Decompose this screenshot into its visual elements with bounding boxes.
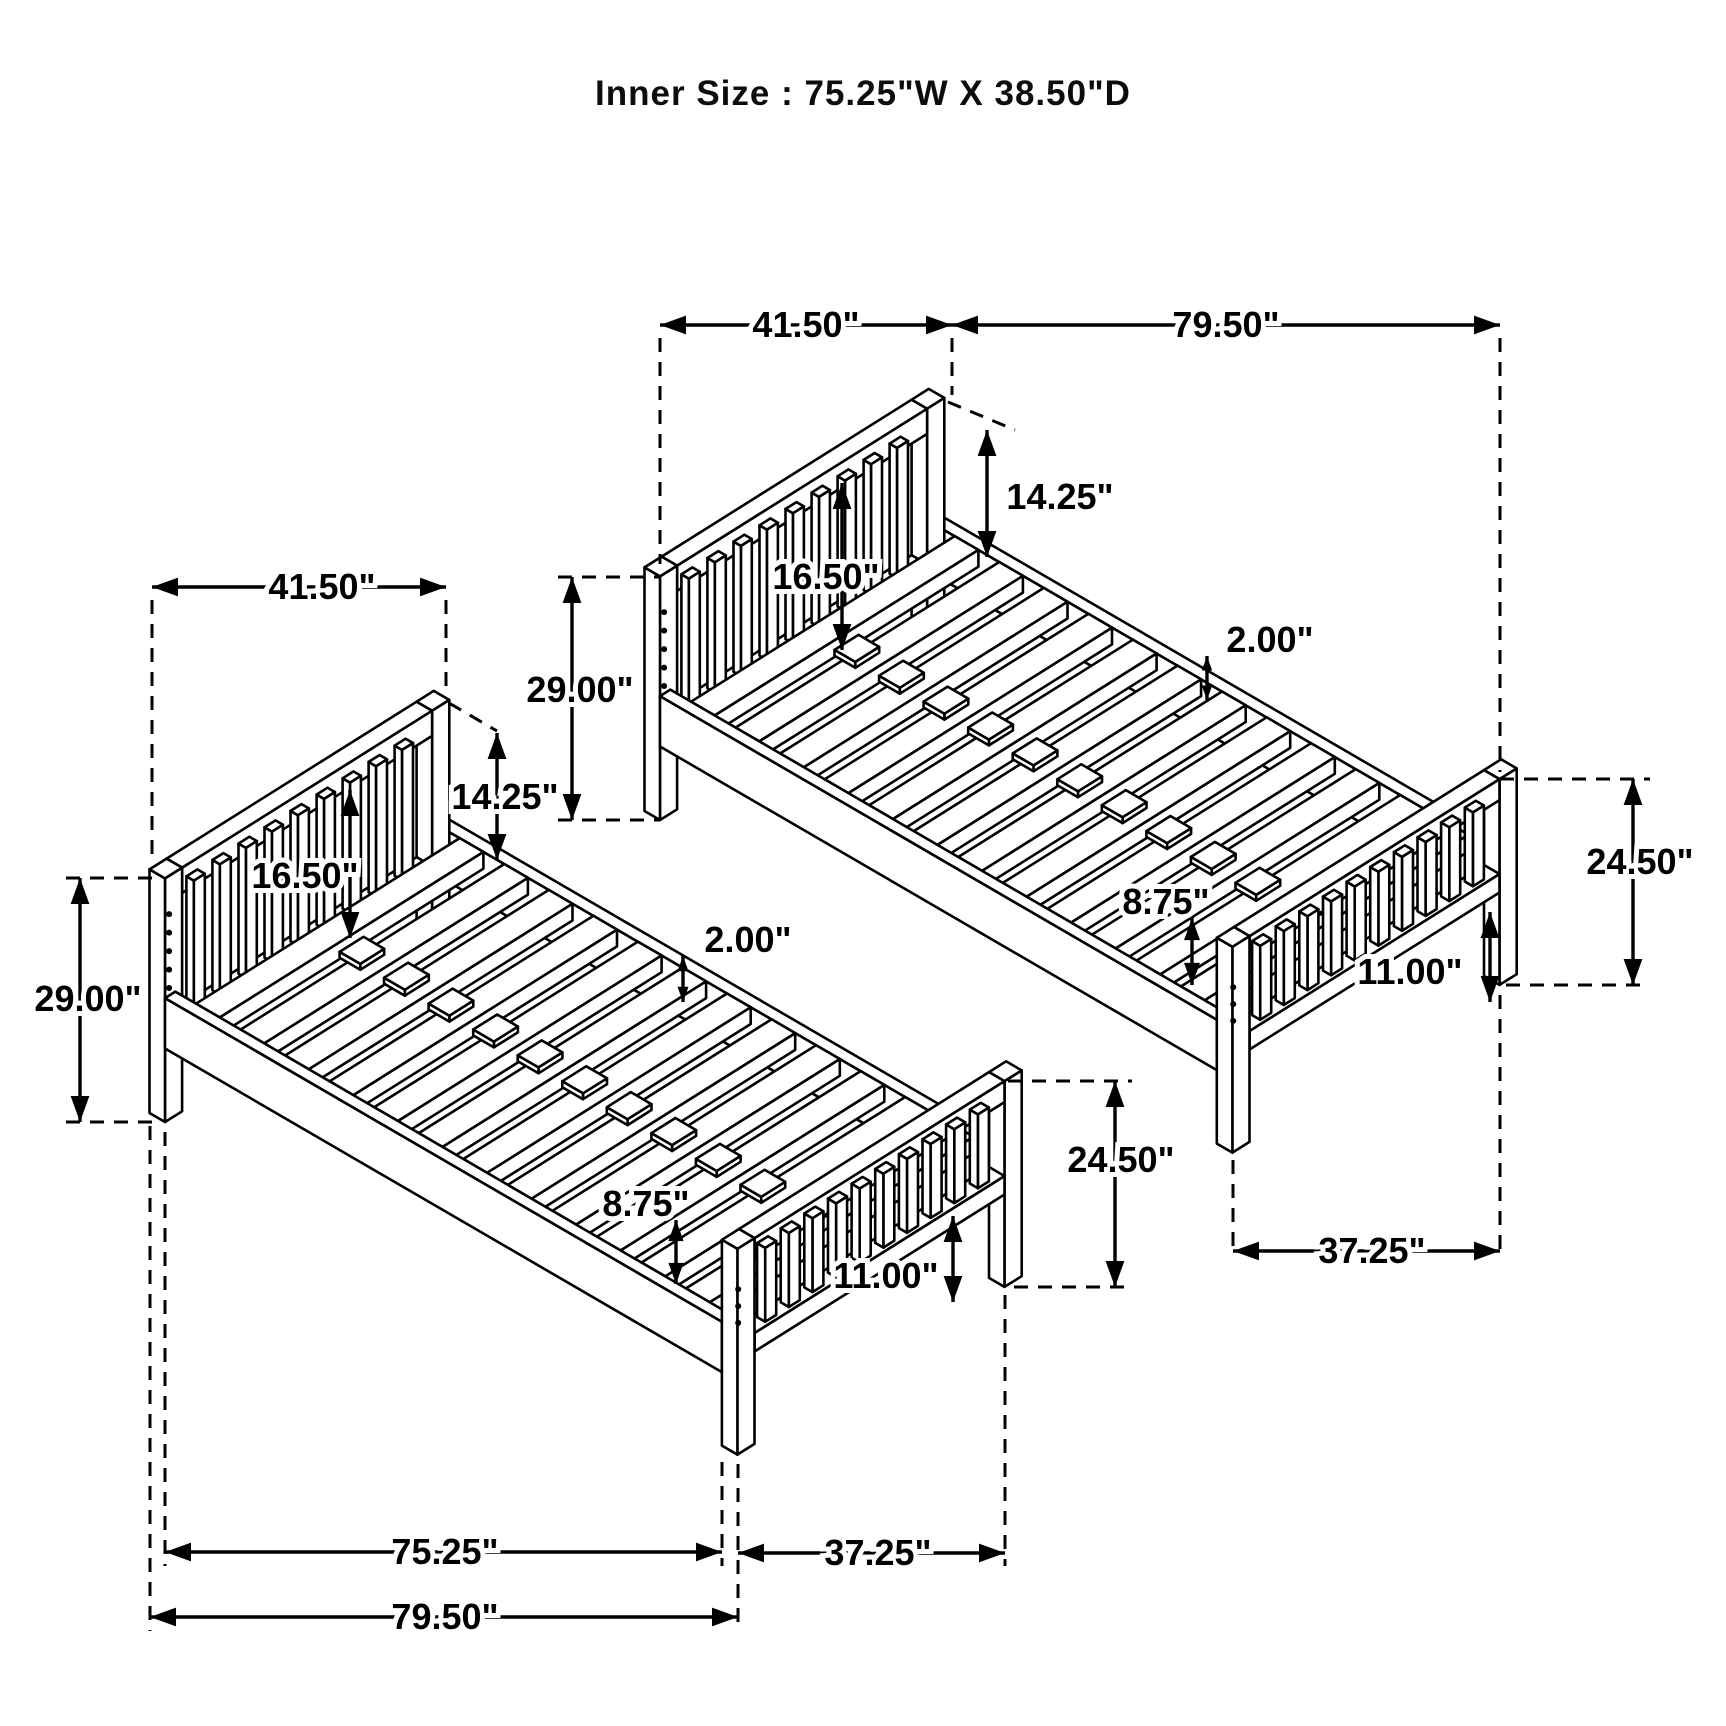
dimension-upper-footboard-height: 24.50" xyxy=(1500,777,1699,987)
dimension-label-lower-footboard-leg: 11.00" xyxy=(833,1255,938,1296)
dimension-lower-headboard-width: 41.50" xyxy=(150,561,448,864)
dimension-label-upper-footboard-width: 37.25" xyxy=(1318,1230,1425,1271)
dimension-lower-headboard-above-rail: 14.25" xyxy=(446,701,564,860)
dimension-lower-footboard-width: 37.25" xyxy=(738,1295,1007,1578)
dimension-label-lower-headboard-panel: 16.50" xyxy=(251,855,358,896)
dimension-label-upper-outer-length: 79.50" xyxy=(1172,304,1279,345)
dimension-upper-headboard-panel: 16.50" xyxy=(767,483,885,650)
dimension-lower-inner-length: 75.25" xyxy=(163,1132,724,1577)
dimension-upper-rail-height: 8.75" xyxy=(1117,876,1215,985)
dimension-upper-outer-length: 79.50" xyxy=(952,299,1502,772)
dimension-label-lower-outer-length: 79.50" xyxy=(391,1596,498,1637)
diagram-title: Inner Size : 75.25"W X 38.50"D xyxy=(595,74,1131,113)
dimension-label-lower-headboard-height: 29.00" xyxy=(34,978,141,1019)
dimension-upper-headboard-height: 29.00" xyxy=(521,575,660,822)
dimension-lower-headboard-panel: 16.50" xyxy=(246,790,364,938)
dimension-lower-rail-height: 8.75" xyxy=(597,1178,695,1284)
dimension-label-lower-headboard-above-rail: 14.25" xyxy=(451,776,558,817)
dimension-label-lower-footboard-width: 37.25" xyxy=(824,1532,931,1573)
dimension-label-lower-footboard-height: 24.50" xyxy=(1067,1139,1174,1180)
dimension-label-upper-headboard-above-rail: 14.25" xyxy=(1006,476,1113,517)
dimension-label-lower-slat-thickness: 2.00" xyxy=(704,919,791,960)
dimension-label-upper-headboard-width: 41.50" xyxy=(752,304,859,345)
dimension-label-upper-rail-height: 8.75" xyxy=(1122,881,1209,922)
dimension-label-upper-footboard-leg: 11.00" xyxy=(1357,951,1462,992)
dimension-upper-slat-thickness: 2.00" xyxy=(1201,614,1319,700)
dimension-upper-footboard-width: 37.25" xyxy=(1231,995,1502,1276)
dimension-label-lower-inner-length: 75.25" xyxy=(391,1531,498,1572)
dimension-lower-footboard-leg: 11.00" xyxy=(828,1216,963,1302)
dimension-lower-outer-length: 79.50" xyxy=(148,1126,740,1642)
dimension-label-upper-slat-thickness: 2.00" xyxy=(1226,619,1313,660)
dimension-upper-headboard-width: 41.50" xyxy=(658,299,954,564)
dimension-upper-headboard-above-rail: 14.25" xyxy=(947,400,1119,557)
dimension-label-upper-headboard-panel: 16.50" xyxy=(772,556,879,597)
dimension-label-lower-headboard-width: 41.50" xyxy=(268,566,375,607)
bed-upper-right-drawing xyxy=(643,387,1518,1154)
dimension-lower-headboard-height: 29.00" xyxy=(29,876,162,1124)
dimension-label-upper-headboard-height: 29.00" xyxy=(526,669,633,710)
bed-lower-left-drawing xyxy=(148,689,1024,1456)
dimension-upper-footboard-leg: 11.00" xyxy=(1352,912,1500,1002)
dimension-label-lower-rail-height: 8.75" xyxy=(602,1183,689,1224)
dimension-lower-slat-thickness: 2.00" xyxy=(677,914,797,1002)
dimension-lower-footboard-height: 24.50" xyxy=(1008,1079,1180,1289)
dimension-label-upper-footboard-height: 24.50" xyxy=(1586,841,1693,882)
